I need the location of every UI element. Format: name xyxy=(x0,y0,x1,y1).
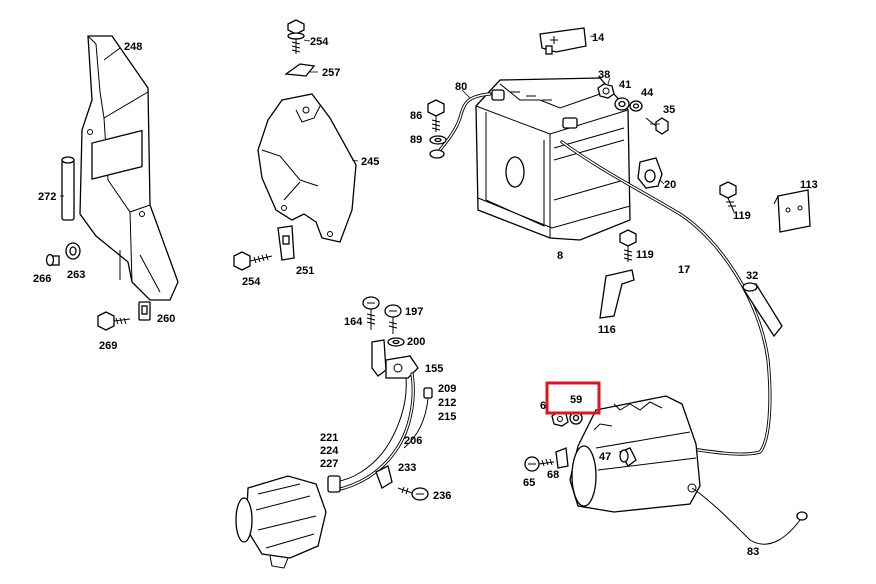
label-215: 215 xyxy=(438,411,456,423)
clip-251 xyxy=(277,225,295,261)
connector-221 xyxy=(327,475,341,493)
label-59: 59 xyxy=(570,394,582,406)
label-35: 35 xyxy=(663,104,675,116)
label-233: 233 xyxy=(398,462,416,474)
label-44: 44 xyxy=(641,87,654,99)
screw-236 xyxy=(397,486,429,501)
connector-209 xyxy=(423,387,433,399)
label-206: 206 xyxy=(404,435,422,447)
clamp-20 xyxy=(637,157,663,189)
bolt-119-left xyxy=(619,229,637,262)
cable-83 xyxy=(691,487,808,545)
label-200: 200 xyxy=(407,336,425,348)
label-269: 269 xyxy=(99,340,117,352)
label-263: 263 xyxy=(67,269,85,281)
cover-245 xyxy=(257,93,357,243)
label-20: 20 xyxy=(664,179,676,191)
plug-266 xyxy=(45,253,60,267)
label-266: 266 xyxy=(33,273,51,285)
label-164: 164 xyxy=(344,316,363,328)
washer-89 xyxy=(429,135,447,145)
label-260: 260 xyxy=(157,313,175,325)
clip-68 xyxy=(555,447,569,469)
harness-206 xyxy=(333,372,429,492)
washer-44 xyxy=(629,100,643,112)
starter-motor xyxy=(569,395,701,513)
label-245: 245 xyxy=(361,156,379,168)
alternator-part xyxy=(235,475,327,569)
label-119-left: 119 xyxy=(636,249,654,261)
label-212: 212 xyxy=(438,397,456,409)
battery-8 xyxy=(475,77,631,241)
label-155: 155 xyxy=(425,363,443,375)
label-254-top: 254 xyxy=(310,36,329,48)
label-83: 83 xyxy=(747,546,759,558)
leader-lines xyxy=(60,35,665,197)
screw-164 xyxy=(362,296,380,330)
label-248: 248 xyxy=(124,41,142,53)
label-17: 17 xyxy=(678,264,690,276)
label-80: 80 xyxy=(455,81,467,93)
label-257: 257 xyxy=(322,67,340,79)
bracket-248 xyxy=(79,35,179,301)
screw-269 xyxy=(97,311,131,331)
label-47: 47 xyxy=(599,451,611,463)
clip-233 xyxy=(375,465,393,489)
label-224: 224 xyxy=(320,445,339,457)
holddown-14 xyxy=(539,27,587,55)
label-41: 41 xyxy=(619,79,631,91)
plug-47 xyxy=(619,447,637,467)
label-89: 89 xyxy=(410,134,422,146)
clip-260 xyxy=(138,301,151,321)
nut-38 xyxy=(597,83,615,99)
screw-197 xyxy=(384,304,402,334)
label-197: 197 xyxy=(405,306,423,318)
label-272: 272 xyxy=(38,191,56,203)
bolt-86 xyxy=(427,99,445,132)
bracket-113 xyxy=(773,189,811,233)
label-221: 221 xyxy=(320,432,338,444)
label-68: 68 xyxy=(547,469,559,481)
highlight-box-59[interactable] xyxy=(545,381,601,415)
screw-65 xyxy=(524,456,555,472)
bolt-119-right xyxy=(719,181,737,213)
label-251: 251 xyxy=(296,265,314,277)
washer-41 xyxy=(614,97,630,111)
cable-80 xyxy=(429,92,492,159)
label-14: 14 xyxy=(592,32,605,44)
label-32: 32 xyxy=(746,270,758,282)
label-8: 8 xyxy=(557,250,563,262)
screw-254-bottom xyxy=(233,251,273,271)
washer-200 xyxy=(387,337,405,347)
label-38: 38 xyxy=(598,69,610,81)
grommet-263 xyxy=(65,242,81,260)
sleeve-32 xyxy=(742,282,783,338)
bracket-116 xyxy=(599,269,635,319)
bolt-35 xyxy=(645,117,669,135)
label-86: 86 xyxy=(410,110,422,122)
label-227: 227 xyxy=(320,458,338,470)
label-116: 116 xyxy=(598,324,616,336)
label-119-right: 119 xyxy=(733,210,751,222)
label-209: 209 xyxy=(438,383,456,395)
screw-254-top xyxy=(287,19,305,54)
sleeve-272 xyxy=(61,156,75,221)
label-6: 6 xyxy=(540,400,546,412)
label-236: 236 xyxy=(433,490,451,502)
label-254-bottom: 254 xyxy=(242,276,261,288)
clip-257 xyxy=(284,63,316,77)
label-113: 113 xyxy=(800,179,818,191)
label-65: 65 xyxy=(523,477,535,489)
part-labels: 248 272 266 263 260 269 254 257 245 251 … xyxy=(33,32,818,558)
